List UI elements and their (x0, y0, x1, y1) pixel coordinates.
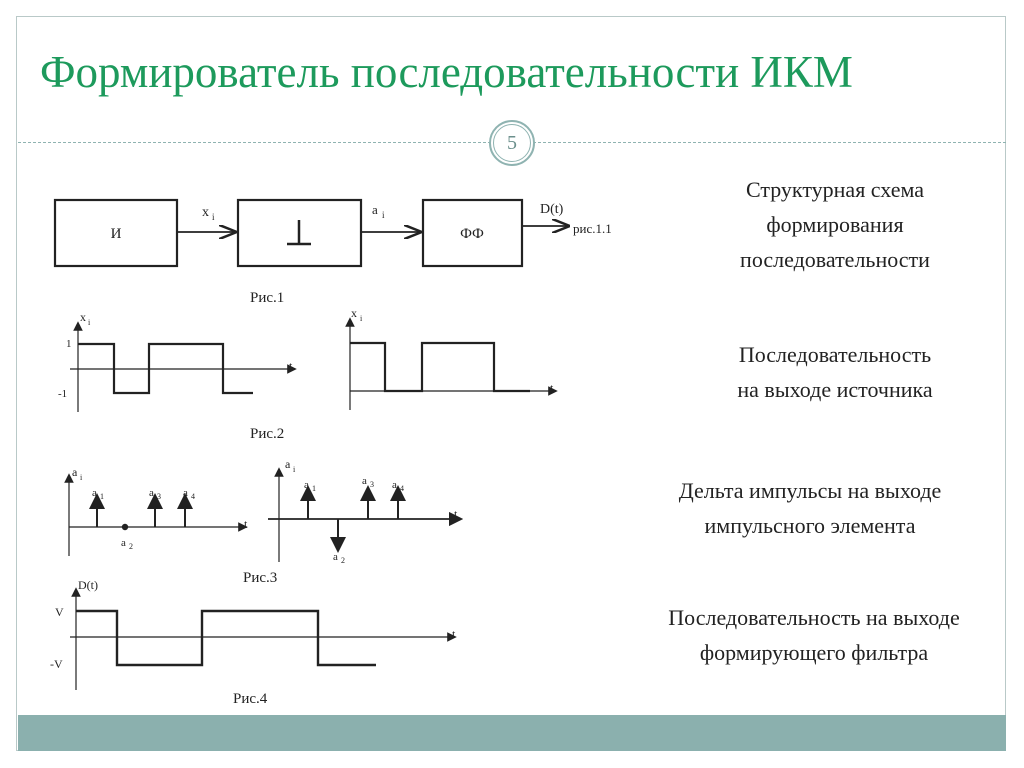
fig4-filter-output: D(t) V -V t (50, 578, 457, 690)
y-axis-sub: i (293, 465, 296, 474)
description-filter: Последовательность на выходе формирующег… (620, 600, 1008, 670)
tick-low: -V (50, 657, 63, 671)
t-label: t (244, 517, 248, 531)
fig3-right-deltas: a i t a 1 a 2 a 3 a 4 (268, 457, 464, 565)
delta-a2-label: a (121, 537, 126, 549)
block-source-label: И (111, 226, 122, 242)
delta-a1-label: a (304, 479, 309, 491)
signal-xi-sub: i (212, 212, 215, 222)
signal-ai-label: a (372, 202, 378, 217)
delta-a1-label: a (92, 487, 97, 499)
y-axis-label: x (80, 310, 86, 324)
block-pulse-element (236, 198, 363, 268)
delta-a4-sub: 4 (191, 492, 195, 501)
description-line: Структурная схема (745, 177, 925, 202)
t-label: t (454, 507, 458, 521)
signal-xi-label: x (202, 205, 209, 220)
description-line: Последовательность на выходе (668, 605, 960, 630)
page-number: 5 (493, 124, 531, 162)
perpendicular-symbol (287, 220, 311, 246)
slide-title: Формирователь последовательности ИКМ (40, 47, 853, 97)
fig2-caption: Рис.2 (250, 426, 285, 442)
description-line: Дельта импульсы на выходе (678, 478, 942, 503)
signal-ai-sub: i (382, 210, 385, 220)
fig3-left-deltas: a i t a 1 a 2 a 3 a 4 (64, 465, 248, 556)
delta-a3-sub: 3 (157, 492, 161, 501)
output-label: D(t) (540, 202, 564, 217)
description-delta: Дельта импульсы на выходе импульсного эл… (620, 473, 1000, 543)
y-axis-label: a (72, 465, 78, 479)
tick-low: -1 (58, 388, 67, 400)
footer-bar (18, 715, 1006, 751)
fig4-caption: Рис.4 (233, 691, 268, 707)
delta-a2-label: a (333, 551, 338, 563)
delta-a3-sub: 3 (370, 480, 374, 489)
tick-high: V (55, 605, 64, 619)
delta-a2-sub: 2 (341, 556, 345, 565)
description-line: последовательности (740, 247, 930, 272)
t-label: t (452, 627, 456, 641)
fig1-block-diagram: И x i a i ФФ D(t) рис.1.1 (53, 198, 612, 268)
delta-a3-label: a (362, 475, 367, 487)
figure-ref: рис.1.1 (573, 221, 612, 236)
description-structure: Структурная схема формирования последова… (690, 172, 980, 277)
description-source: Последовательность на выходе источника (690, 337, 980, 407)
y-axis-label: x (351, 306, 357, 320)
y-axis-sub: i (360, 314, 363, 323)
fig2-left-waveform: x i 1 -1 t (58, 310, 297, 412)
delta-a1-sub: 1 (312, 484, 316, 493)
description-line: на выходе источника (737, 377, 933, 402)
block-filter-label: ФФ (460, 226, 484, 242)
description-line: формирующего фильтра (699, 640, 929, 665)
description-line: Последовательность (738, 342, 932, 367)
delta-a1-sub: 1 (100, 492, 104, 501)
delta-a3-label: a (149, 487, 154, 499)
t-label: t (289, 359, 293, 373)
description-line: формирования (766, 212, 904, 237)
delta-a2-sub: 2 (129, 542, 133, 551)
page-number-badge: 5 (489, 120, 535, 166)
delta-a4-sub: 4 (400, 484, 404, 493)
delta-a4-label: a (392, 479, 397, 491)
waveform (350, 341, 530, 393)
fig3-caption: Рис.3 (243, 570, 278, 586)
description-line: импульсного элемента (704, 513, 916, 538)
block-source (53, 198, 179, 268)
waveform (78, 342, 253, 395)
y-axis-label: a (285, 457, 291, 471)
t-label: t (550, 381, 554, 395)
y-axis-sub: i (80, 473, 83, 482)
fig1-caption: Рис.1 (250, 290, 285, 306)
y-axis-sub: i (88, 318, 91, 327)
y-axis-label: D(t) (78, 578, 98, 592)
fig2-right-waveform: x i t (345, 306, 558, 410)
delta-a4-label: a (183, 487, 188, 499)
waveform (76, 609, 376, 667)
block-shaping-filter (421, 198, 524, 268)
delta-a2-dot (121, 523, 129, 531)
tick-high: 1 (66, 338, 72, 350)
